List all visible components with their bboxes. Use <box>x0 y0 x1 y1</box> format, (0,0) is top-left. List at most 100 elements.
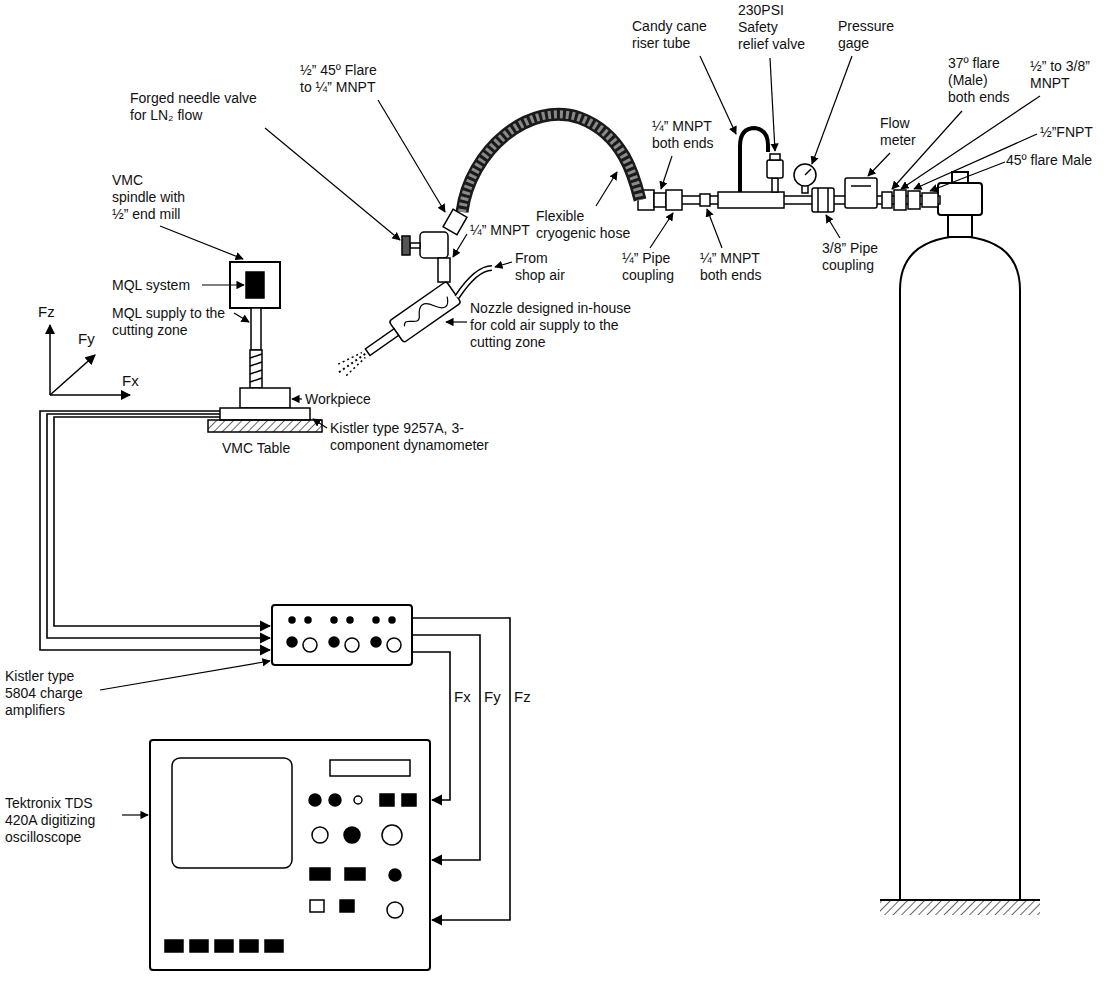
leader-lines <box>122 814 148 815</box>
charge-amplifier <box>387 638 401 652</box>
pipe-line <box>638 178 940 212</box>
part-label: ½” 45º Flare to ¼” MNPT <box>300 62 388 96</box>
ground <box>880 899 1040 901</box>
leader-lines <box>446 321 467 322</box>
oscilloscope <box>312 827 328 843</box>
pipe-line <box>894 190 906 210</box>
oscilloscope <box>310 900 324 912</box>
oscilloscope <box>265 940 283 952</box>
shop-air-hose <box>457 268 492 297</box>
part-label: From shop air <box>515 250 575 284</box>
charge-amplifier <box>329 637 339 647</box>
workpiece <box>240 388 290 408</box>
pipe-line <box>882 192 892 208</box>
oscilloscope <box>150 740 430 970</box>
vmc-spindle <box>250 350 262 388</box>
air-nozzle <box>344 357 368 375</box>
part-label: ¼” MNPT both ends <box>652 118 724 152</box>
charge-amplifier <box>272 605 412 665</box>
part-label: MQL supply to the cutting zone <box>112 305 240 339</box>
leader-lines <box>100 56 1040 815</box>
part-label: Workpiece <box>305 391 395 408</box>
oscilloscope <box>172 758 292 868</box>
leader-lines <box>100 661 270 690</box>
signal-label: Fx <box>454 688 478 705</box>
leader-lines <box>930 162 1005 191</box>
part-label: Kistler type 9257A, 3-component dynamome… <box>330 420 505 454</box>
cryogenic-hose <box>462 114 640 212</box>
relief-valve <box>772 178 778 192</box>
charge-amplifier <box>305 617 311 623</box>
pipe-line <box>851 185 871 187</box>
part-label: VMC Table <box>222 440 312 457</box>
oscilloscope <box>240 940 258 952</box>
part-label: MQL system <box>112 277 212 294</box>
leader-lines <box>770 58 775 151</box>
leader-lines <box>160 226 243 259</box>
oscilloscope <box>330 760 410 776</box>
cryogenic-hose <box>462 114 640 212</box>
oscilloscope <box>387 902 403 918</box>
pipe-line <box>922 193 938 207</box>
force-axes <box>49 325 51 395</box>
signal-label: Fy <box>484 688 508 705</box>
leader-lines <box>234 313 249 322</box>
pipe-line <box>845 178 877 208</box>
leader-lines <box>661 156 672 189</box>
oscilloscope <box>165 940 183 952</box>
ln2-cylinder <box>938 183 982 215</box>
leader-lines <box>707 209 722 248</box>
ground <box>880 901 1040 915</box>
pipe-line <box>718 192 784 208</box>
charge-amplifier <box>289 617 295 623</box>
candy-cane-riser <box>740 128 768 192</box>
signal-label: Fz <box>514 688 538 705</box>
vmc-spindle <box>250 378 262 382</box>
needle-valve <box>410 243 420 248</box>
oscilloscope <box>310 868 330 880</box>
needle-valve <box>402 209 467 282</box>
oscilloscope <box>382 825 402 845</box>
pipe-line <box>827 188 829 212</box>
oscilloscope <box>345 868 365 880</box>
pipe-line <box>666 190 682 210</box>
leader-lines <box>292 398 302 399</box>
charge-amplifier <box>373 617 379 623</box>
air-nozzle <box>365 329 398 356</box>
part-label: ¼” MNPT both ends <box>700 250 772 284</box>
candy-cane-riser <box>740 128 768 192</box>
cryogenic-hose <box>462 114 640 212</box>
pressure-gage <box>794 164 816 193</box>
needle-valve <box>420 232 448 258</box>
axis-label: Fx <box>122 372 152 389</box>
dynamometer <box>220 408 310 420</box>
part-label: Forged needle valve for LN₂ flow <box>130 90 268 124</box>
charge-amplifier <box>272 605 412 665</box>
pipe-line <box>908 191 920 209</box>
pipe-line <box>700 194 710 206</box>
part-label: ¼” Pipe coupling <box>622 250 686 284</box>
part-label: Tektronix TDS 420A digitizing oscillosco… <box>5 795 123 846</box>
leader-lines <box>495 262 512 267</box>
part-label: 37º flare (Male) both ends <box>948 55 1014 106</box>
oscilloscope <box>389 869 401 881</box>
charge-amplifier <box>371 637 381 647</box>
charge-amplifier <box>389 617 395 623</box>
ln2-cylinder <box>900 236 1020 900</box>
air-nozzle <box>332 281 462 383</box>
charge-amplifier <box>345 638 359 652</box>
pipe-line <box>654 193 666 207</box>
part-label: Nozzle designed in-house for cold air su… <box>470 300 645 351</box>
oscilloscope <box>190 940 208 952</box>
oscilloscope <box>380 794 394 806</box>
needle-valve <box>402 236 410 255</box>
charge-amplifier <box>303 638 317 652</box>
pipe-line <box>817 188 819 212</box>
leader-lines <box>826 215 840 238</box>
pipe-line <box>812 188 834 212</box>
oscilloscope <box>150 740 430 970</box>
part-label: Kistler type 5804 charge amplifiers <box>5 668 105 719</box>
part-label: Flow meter <box>880 115 932 149</box>
oscilloscope <box>340 900 354 912</box>
